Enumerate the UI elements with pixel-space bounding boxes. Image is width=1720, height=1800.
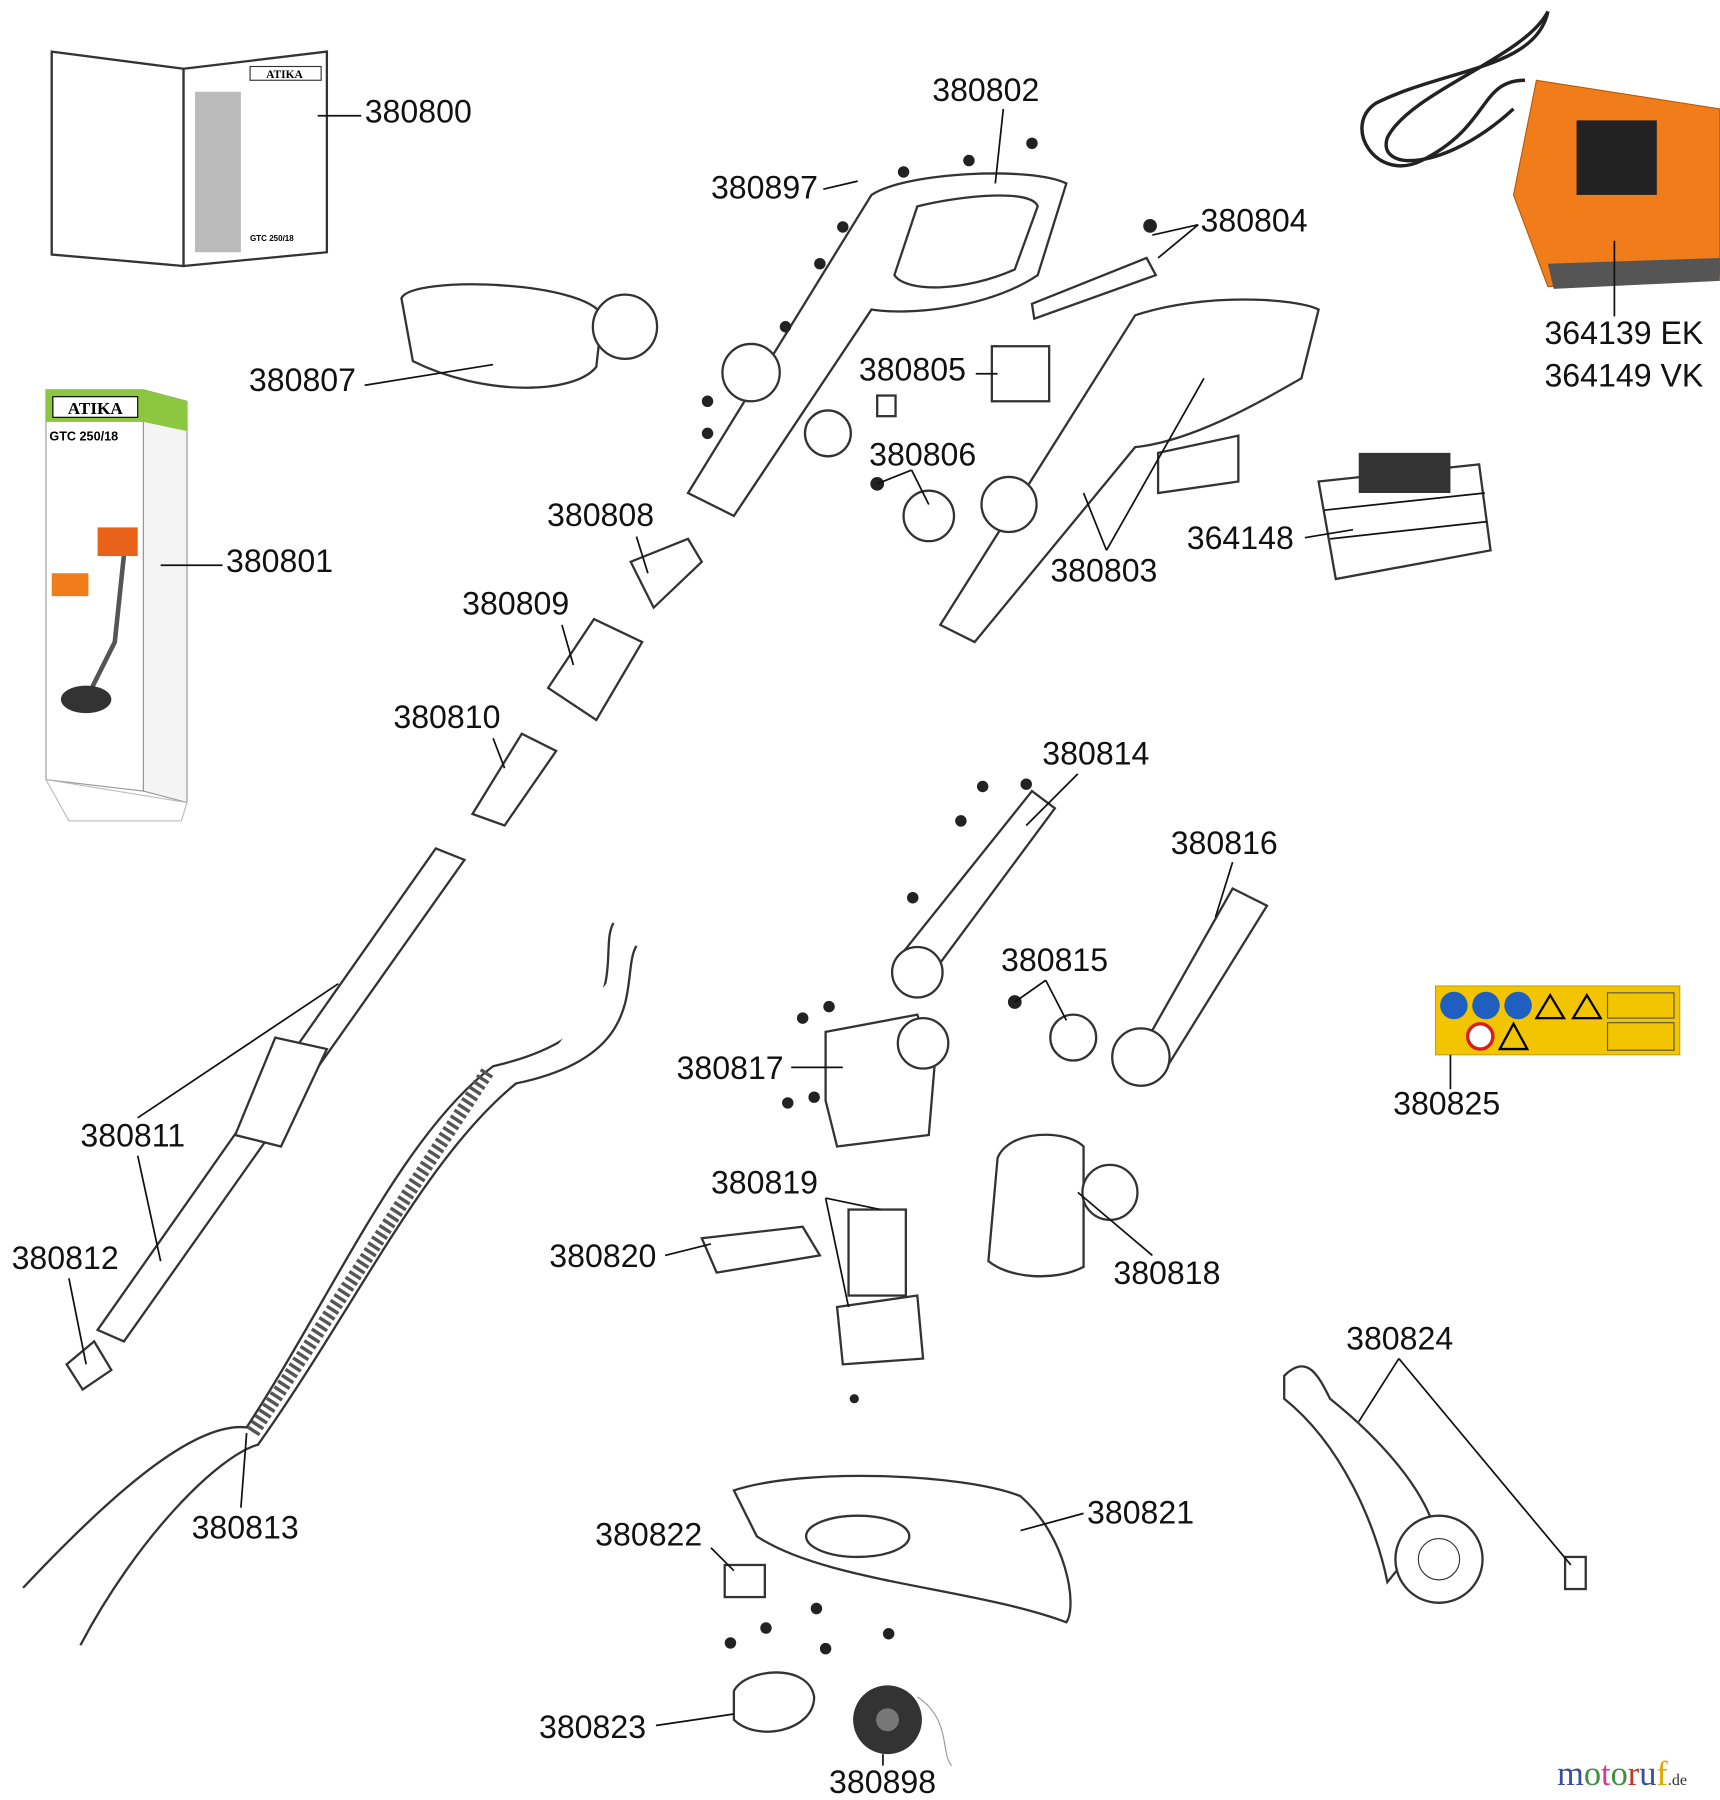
safety-sticker bbox=[1434, 985, 1681, 1056]
guard-parts bbox=[723, 1365, 1587, 1767]
part-label: 380804 bbox=[1201, 203, 1308, 239]
part-label: 380805 bbox=[859, 352, 966, 388]
leader-lines bbox=[68, 108, 1616, 1766]
motor-parts bbox=[700, 789, 1269, 1404]
part-label: 364149 VK bbox=[1544, 357, 1703, 393]
packaging-box: ATIKA GTC 250/18 bbox=[44, 389, 188, 822]
motoruf-watermark: motoruf.de bbox=[1557, 1755, 1687, 1793]
part-label: 380802 bbox=[932, 72, 1039, 108]
part-label: 380801 bbox=[226, 543, 333, 579]
part-label: 380821 bbox=[1087, 1495, 1194, 1531]
handle-parts bbox=[400, 172, 1320, 827]
part-label: 380897 bbox=[711, 169, 818, 205]
part-label: 380800 bbox=[365, 94, 472, 130]
part-label: 364139 EK bbox=[1544, 315, 1703, 351]
part-label: 380823 bbox=[539, 1709, 646, 1745]
part-label: 380810 bbox=[393, 699, 500, 735]
part-label: 380812 bbox=[12, 1240, 119, 1276]
part-label: 380813 bbox=[192, 1510, 299, 1546]
part-label: 380814 bbox=[1042, 736, 1149, 772]
part-label: 364148 bbox=[1187, 520, 1294, 556]
manual-model: GTC 250/18 bbox=[250, 234, 294, 243]
part-label: 380808 bbox=[547, 497, 654, 533]
part-label: 380898 bbox=[829, 1764, 936, 1800]
part-label: 380825 bbox=[1393, 1085, 1500, 1121]
part-label: 380820 bbox=[549, 1238, 656, 1274]
part-label: 380815 bbox=[1001, 942, 1108, 978]
box-model: GTC 250/18 bbox=[49, 429, 118, 443]
box-brand: ATIKA bbox=[68, 399, 124, 418]
part-label: 380809 bbox=[462, 586, 569, 622]
operating-manual: ATIKA GTC 250/18 bbox=[50, 50, 329, 268]
battery-pack bbox=[1317, 452, 1492, 581]
manual-brand: ATIKA bbox=[266, 69, 303, 81]
part-label: 380818 bbox=[1113, 1255, 1220, 1291]
part-label: 380803 bbox=[1050, 552, 1157, 588]
part-label: 380807 bbox=[249, 362, 356, 398]
part-label: 380822 bbox=[595, 1516, 702, 1552]
battery-charger bbox=[1360, 10, 1720, 289]
part-label: 380817 bbox=[677, 1050, 784, 1086]
part-label: 380816 bbox=[1171, 825, 1278, 861]
part-label: 380811 bbox=[80, 1117, 185, 1153]
shaft-tube bbox=[65, 847, 467, 1392]
part-label: 380806 bbox=[869, 436, 976, 472]
part-label: 380824 bbox=[1346, 1320, 1453, 1356]
part-number-labels: 380800 380802 380897 380804 364139 EK 36… bbox=[12, 72, 1704, 1800]
part-label: 380819 bbox=[711, 1165, 818, 1201]
